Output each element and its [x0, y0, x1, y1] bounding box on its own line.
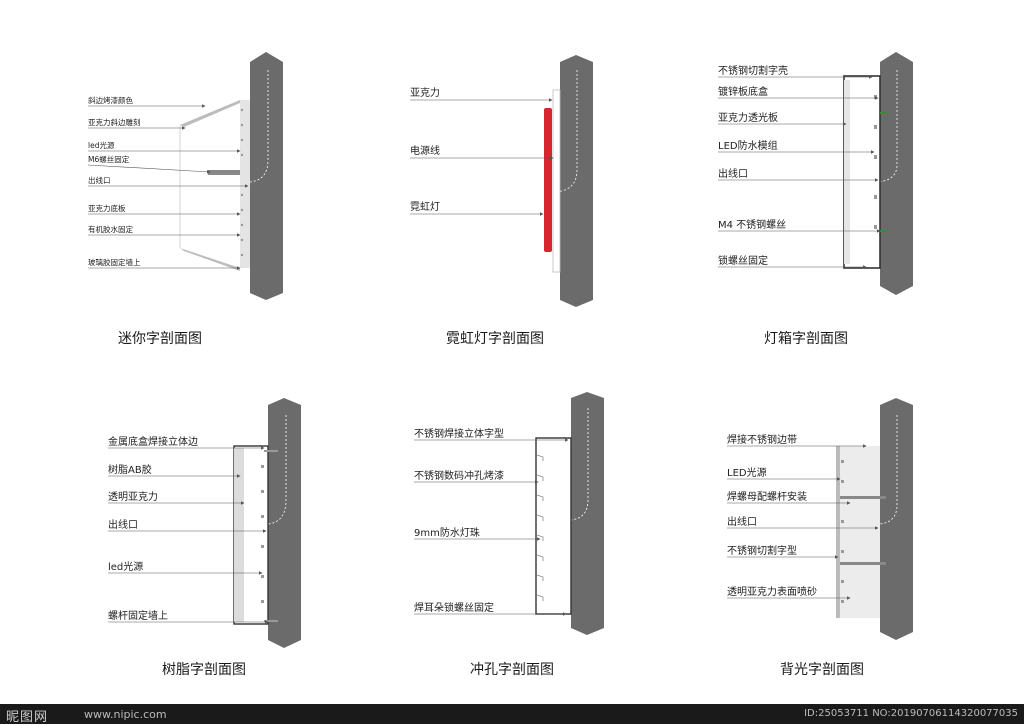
label: 亚克力斜边雕刻 — [88, 117, 141, 127]
label: 焊接不锈钢边带 — [727, 433, 797, 446]
steel-face — [836, 446, 840, 618]
site-url[interactable]: www.nipic.com — [84, 708, 167, 721]
label: 焊耳朵锁螺丝固定 — [414, 601, 494, 614]
panel-mini: 斜边烤漆颜色 亚克力斜边雕刻 led光源 M6螺丝固定 出线口 亚克力底板 有机… — [87, 52, 283, 347]
wall-section — [560, 55, 593, 307]
led-dots — [261, 465, 264, 603]
wall-section — [268, 398, 301, 648]
site-logo: 昵图网 — [6, 710, 49, 725]
panel-lightbox: 不锈钢切割字壳 镀锌板底盒 亚克力透光板 LED防水模组 出线口 M4 不锈钢螺… — [718, 52, 913, 347]
panel-title: 迷你字剖面图 — [118, 331, 202, 347]
led-dots — [841, 460, 844, 603]
image-id: ID:25053711 NO:20190706114320077035 — [804, 708, 1018, 719]
leaders — [727, 444, 879, 600]
wall-section — [250, 52, 283, 300]
leaders — [410, 98, 554, 216]
panel-title: 霓虹灯字剖面图 — [446, 331, 544, 347]
panel-backlit: 焊接不锈钢边带 LED光源 焊螺母配螺杆安装 出线口 不锈钢切割字型 透明亚克力… — [727, 398, 913, 678]
label: 9mm防水灯珠 — [414, 526, 480, 539]
acrylic-face — [844, 80, 850, 264]
watermark-bar: 昵图网 www.nipic.com ID:25053711 NO:2019070… — [0, 704, 1024, 725]
label: led光源 — [108, 560, 143, 573]
led-beads — [536, 454, 544, 601]
frosted-acrylic — [836, 446, 880, 618]
led-modules — [874, 95, 877, 229]
leaders — [108, 446, 269, 624]
label: 锁螺丝固定 — [718, 254, 768, 267]
wall-section — [880, 52, 913, 295]
label: 斜边烤漆颜色 — [88, 95, 133, 105]
label: 亚克力 — [410, 86, 440, 99]
label: 树脂AB胶 — [108, 463, 152, 476]
label: LED光源 — [727, 466, 767, 479]
acrylic-panel — [552, 89, 561, 273]
acrylic-base — [240, 100, 250, 268]
rod-top — [840, 496, 886, 499]
rod-top — [264, 450, 278, 452]
label: M6螺丝固定 — [88, 154, 130, 164]
wall-section — [880, 398, 913, 640]
label: 玻璃胶固定墙上 — [88, 257, 141, 267]
leaders — [87, 104, 249, 270]
cable-line — [570, 408, 589, 521]
cable-line — [249, 70, 269, 183]
led-dots — [240, 108, 244, 257]
panel-title: 树脂字剖面图 — [162, 662, 246, 678]
rod-bottom — [840, 562, 886, 565]
steel-shell — [535, 437, 572, 615]
rod-bottom — [264, 620, 278, 622]
label: 焊螺母配螺杆安装 — [727, 490, 807, 503]
label: 不锈钢数码冲孔烤漆 — [414, 469, 504, 482]
label: 金属底盒焊接立体边 — [108, 435, 198, 448]
label: 出线口 — [88, 175, 111, 185]
label: M4 不锈钢螺丝 — [718, 218, 786, 231]
m4-screw-top — [880, 112, 888, 114]
panel-title: 冲孔字剖面图 — [470, 662, 554, 678]
leaders — [718, 75, 881, 269]
label: 镀锌板底盒 — [718, 85, 768, 98]
label: 亚克力透光板 — [718, 111, 778, 124]
label: 有机胶水固定 — [88, 224, 133, 234]
label: 透明亚克力表面喷砂 — [727, 585, 817, 598]
leaders — [414, 438, 569, 616]
m6-screw — [208, 170, 240, 175]
label: 亚克力底板 — [88, 203, 126, 213]
wall-section — [571, 392, 604, 635]
label: 螺杆固定墙上 — [108, 609, 168, 622]
label: 电源线 — [410, 144, 440, 157]
label: 出线口 — [718, 167, 748, 180]
bevel-bottom — [180, 248, 240, 271]
cable-line — [555, 70, 578, 193]
label: led光源 — [88, 140, 115, 150]
neon-tube — [544, 108, 552, 252]
label: 出线口 — [727, 515, 757, 528]
label: 不锈钢切割字型 — [727, 544, 797, 557]
panel-title: 背光字剖面图 — [780, 662, 864, 678]
m4-screw-bottom — [880, 230, 888, 232]
label: LED防水模组 — [718, 139, 778, 152]
panel-title: 灯箱字剖面图 — [764, 331, 848, 347]
resin-layer — [234, 448, 244, 622]
label: 透明亚克力 — [108, 490, 158, 503]
panel-resin: 金属底盒焊接立体边 树脂AB胶 透明亚克力 出线口 led光源 螺杆固定墙上 树… — [108, 398, 301, 678]
label: 出线口 — [108, 518, 138, 531]
label: 不锈钢切割字壳 — [718, 64, 788, 77]
label: 不锈钢焊接立体字型 — [414, 427, 504, 440]
panel-perforated: 不锈钢焊接立体字型 不锈钢数码冲孔烤漆 9mm防水灯珠 焊耳朵锁螺丝固定 冲孔字… — [414, 392, 604, 678]
bevel-top — [180, 100, 240, 127]
panel-neon: 亚克力 电源线 霓虹灯 霓虹灯字剖面图 — [410, 55, 593, 347]
label: 霓虹灯 — [410, 201, 440, 213]
cable-line — [267, 415, 287, 525]
